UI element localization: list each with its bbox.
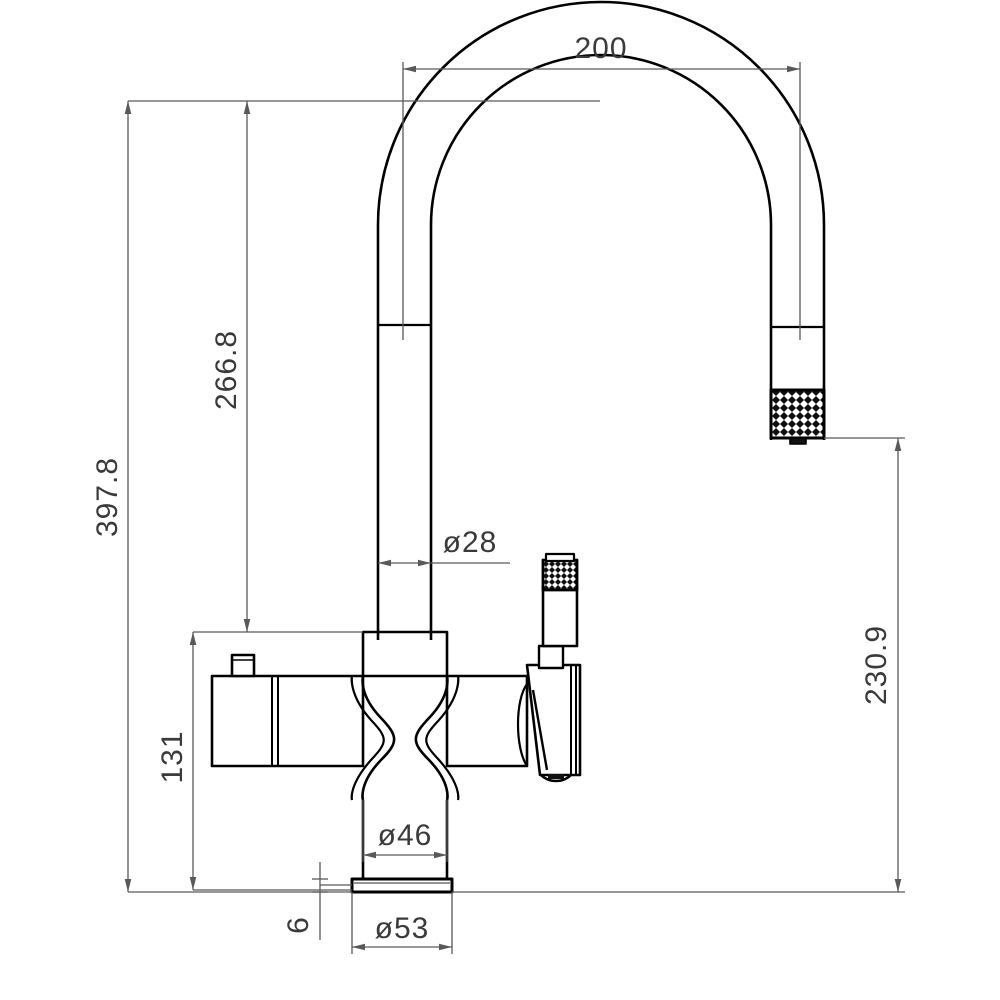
body-waist-right-inner	[425, 675, 460, 801]
right-lever-foot-pad	[548, 774, 564, 779]
body-waist-left-inner	[350, 675, 385, 801]
dim-label-266-8: 266.8	[210, 330, 243, 410]
left-handle-stub	[230, 653, 256, 678]
dim-label-131: 131	[156, 730, 189, 783]
dim-label-diameter-28: ø28	[443, 526, 498, 559]
body-waist-left	[361, 675, 396, 801]
dim-label-200: 200	[574, 32, 627, 65]
faucet-object-outline	[210, 0, 826, 894]
dimension-text-layer: 200 266.8 397.8 230.9 131 ø28 ø46 ø53 6	[91, 32, 893, 945]
left-handle-body	[210, 674, 365, 768]
body-top-cap	[361, 630, 449, 678]
right-lever-inner-curve	[516, 683, 528, 767]
outlet-aerator-knurl	[769, 388, 826, 440]
base-plate	[350, 877, 454, 894]
outlet-aerator-tip	[789, 437, 807, 445]
filter-tap-shaft	[541, 584, 579, 648]
right-lever-diagonal	[531, 689, 549, 771]
dim-label-6: 6	[282, 916, 315, 934]
right-lever-foot	[540, 774, 572, 783]
filter-tap-cap-top	[544, 552, 576, 563]
dimension-lines-layer	[124, 62, 905, 954]
spout-outer-profile	[376, 0, 826, 640]
dim-label-diameter-53: ø53	[375, 912, 430, 945]
right-handle-body	[445, 674, 529, 768]
right-lever-shell	[525, 663, 582, 777]
body-waist-right	[414, 675, 449, 801]
filter-tap-neck	[537, 644, 565, 670]
filter-tap-knurl-cap	[541, 558, 579, 592]
spout-inner-profile	[429, 53, 773, 640]
dim-label-230-9: 230.9	[860, 625, 893, 705]
dim-label-diameter-46: ø46	[378, 819, 433, 852]
dim-label-397-8: 397.8	[91, 457, 124, 537]
